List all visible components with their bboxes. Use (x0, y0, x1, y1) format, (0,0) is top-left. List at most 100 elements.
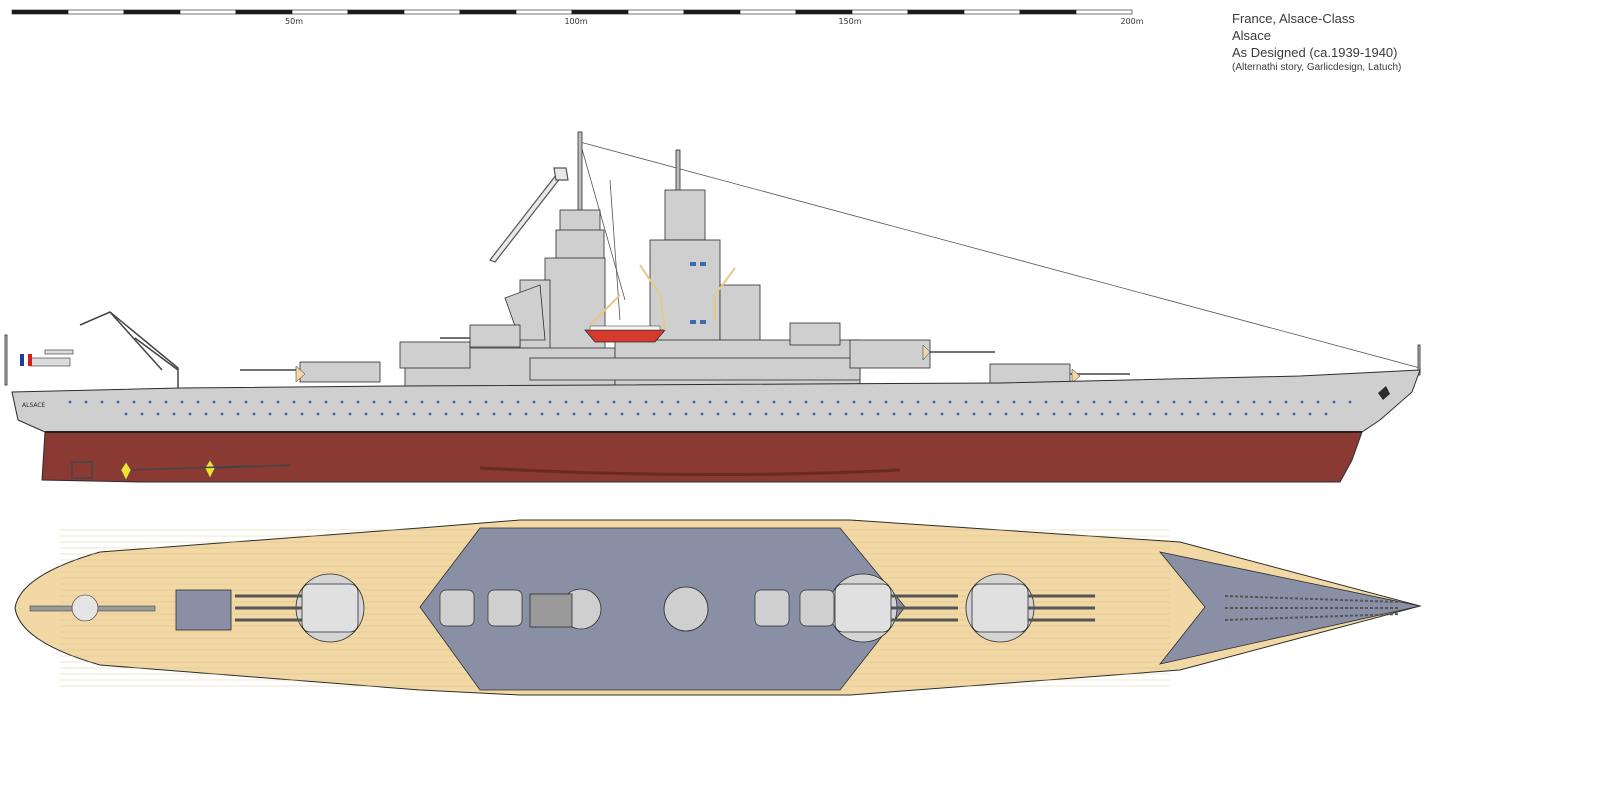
blast-bags (295, 344, 1081, 384)
porthole (636, 412, 640, 416)
scale-segment (123, 9, 181, 15)
scale-segment (1019, 9, 1077, 15)
porthole (1292, 412, 1296, 416)
porthole (156, 412, 160, 416)
porthole (796, 412, 800, 416)
porthole (460, 412, 464, 416)
porthole (116, 400, 120, 404)
porthole (484, 400, 488, 404)
porthole (1060, 400, 1064, 404)
porthole (396, 412, 400, 416)
porthole (1068, 412, 1072, 416)
porthole (1028, 400, 1032, 404)
gun-barrels-side (240, 337, 1130, 375)
porthole (1180, 412, 1184, 416)
scale-segment (571, 9, 629, 15)
porthole (1332, 400, 1336, 404)
porthole (900, 400, 904, 404)
secondary-turrets-top (439, 589, 835, 627)
porthole (564, 400, 568, 404)
porthole (836, 400, 840, 404)
porthole (244, 400, 248, 404)
porthole (452, 400, 456, 404)
porthole (612, 400, 616, 404)
porthole (204, 412, 208, 416)
porthole (212, 400, 216, 404)
porthole (860, 412, 864, 416)
porthole (1316, 400, 1320, 404)
porthole (436, 400, 440, 404)
porthole (972, 412, 976, 416)
porthole (1124, 400, 1128, 404)
hull-name-marking: ALSACE (22, 402, 46, 409)
porthole (412, 412, 416, 416)
scale-segment (347, 9, 405, 15)
porthole (956, 412, 960, 416)
porthole (1252, 400, 1256, 404)
porthole (868, 400, 872, 404)
porthole (740, 400, 744, 404)
porthole (364, 412, 368, 416)
ship-side-profile: ALSACE (4, 131, 1421, 483)
porthole (220, 412, 224, 416)
scale-label-50m: 50m (285, 17, 303, 26)
porthole (804, 400, 808, 404)
main-turrets-top (235, 573, 1095, 643)
porthole (580, 400, 584, 404)
main-turrets-side (299, 322, 1071, 385)
porthole (828, 412, 832, 416)
porthole (1092, 400, 1096, 404)
porthole (588, 412, 592, 416)
porthole (676, 400, 680, 404)
scale-segment (179, 9, 237, 15)
anchor-chains (1224, 595, 1401, 621)
porthole (1268, 400, 1272, 404)
porthole (1260, 412, 1264, 416)
caption-block: France, Alsace-Class Alsace As Designed … (1232, 10, 1401, 74)
porthole (556, 412, 560, 416)
porthole (1228, 412, 1232, 416)
porthole (708, 400, 712, 404)
porthole (732, 412, 736, 416)
porthole (428, 412, 432, 416)
porthole (276, 400, 280, 404)
porthole (420, 400, 424, 404)
porthole (1044, 400, 1048, 404)
porthole (692, 400, 696, 404)
superstructure (404, 189, 861, 389)
porthole (1204, 400, 1208, 404)
scale-segment (403, 9, 461, 15)
porthole (684, 412, 688, 416)
porthole (884, 400, 888, 404)
porthole (316, 412, 320, 416)
porthole (236, 412, 240, 416)
porthole (596, 400, 600, 404)
scale-segment (1075, 9, 1133, 15)
porthole (532, 400, 536, 404)
seaplane (20, 349, 74, 367)
porthole (148, 400, 152, 404)
porthole (852, 400, 856, 404)
porthole (348, 412, 352, 416)
porthole (1036, 412, 1040, 416)
porthole (524, 412, 528, 416)
scale-segment (291, 9, 349, 15)
scale-segment (459, 9, 517, 15)
porthole (1132, 412, 1136, 416)
porthole (468, 400, 472, 404)
porthole (996, 400, 1000, 404)
porthole (1012, 400, 1016, 404)
porthole (700, 412, 704, 416)
scale-segments (11, 9, 1133, 15)
shafts-rudder (71, 461, 291, 479)
porthole (268, 412, 272, 416)
porthole (548, 400, 552, 404)
porthole (340, 400, 344, 404)
scale-segment (67, 9, 125, 15)
porthole (1084, 412, 1088, 416)
porthole (844, 412, 848, 416)
porthole (1244, 412, 1248, 416)
porthole (308, 400, 312, 404)
porthole (980, 400, 984, 404)
porthole (908, 412, 912, 416)
